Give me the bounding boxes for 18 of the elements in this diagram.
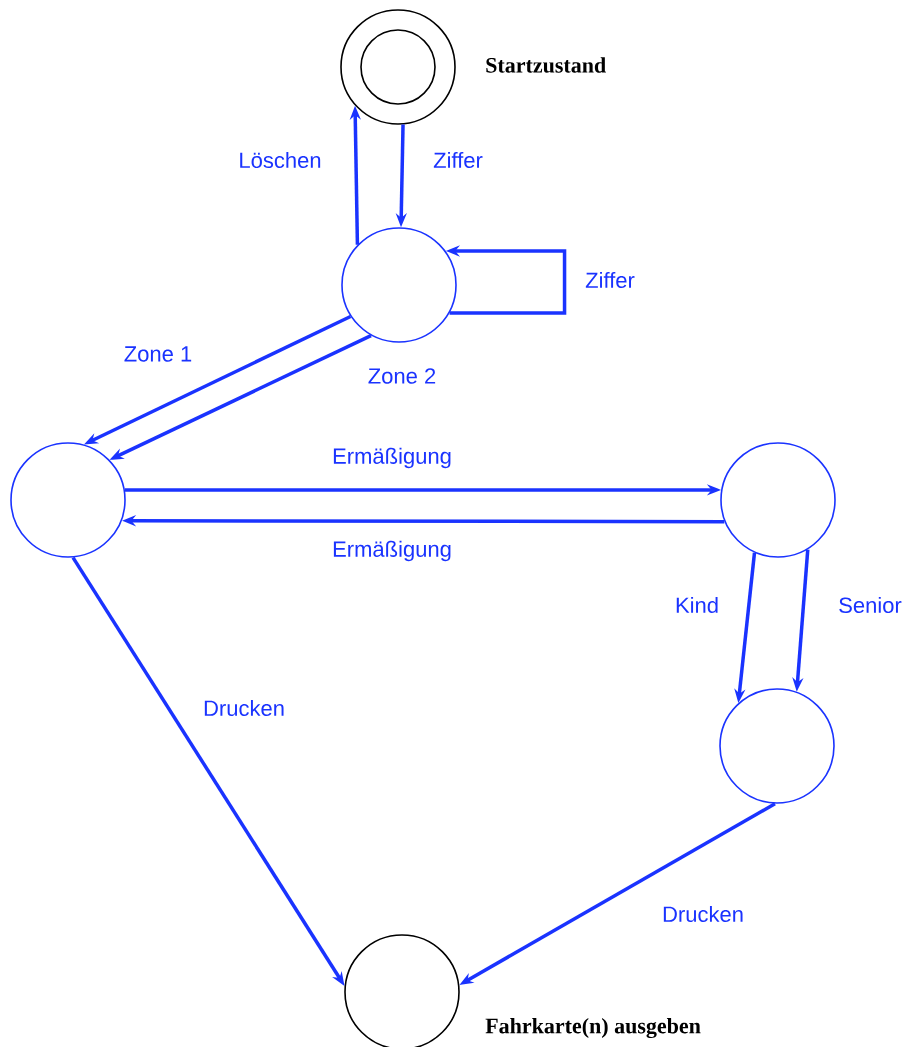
edge-label: Drucken: [661, 904, 745, 924]
state-caption: Fahrkarte(n) ausgeben: [485, 1017, 701, 1039]
edge-label: Drucken: [202, 698, 286, 718]
start-state: [340, 9, 456, 125]
state-circle: [720, 442, 836, 558]
state-circle: [10, 442, 126, 558]
edge-label: Zone 2: [366, 367, 438, 385]
edge-label: Löschen: [237, 150, 323, 170]
state-caption: Startzustand: [486, 57, 606, 73]
edge-label: Senior: [837, 595, 903, 615]
edge-label: Ermäßigung: [331, 446, 453, 470]
edge-label: Ermäßigung: [331, 539, 453, 563]
state-circle: [719, 688, 835, 804]
edge-label: Kind: [674, 595, 720, 615]
edge-label: Ziffer: [584, 270, 636, 290]
edge-label: Ziffer: [432, 150, 484, 170]
state-circle: [341, 227, 457, 343]
edge-label: Zone 1: [122, 345, 194, 363]
